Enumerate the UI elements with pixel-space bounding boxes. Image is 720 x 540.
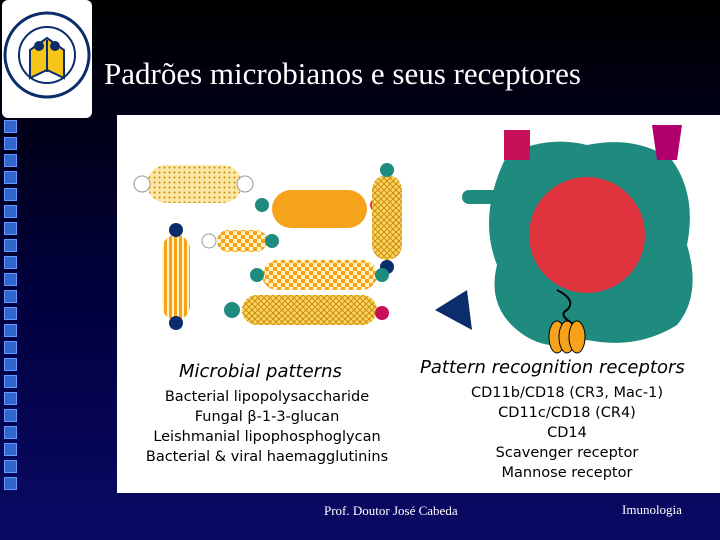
sidebar-square [4,341,17,354]
sidebar-square [4,273,17,286]
sidebar-square [4,392,17,405]
receptors-heading: Pattern recognition receptors [420,357,685,378]
receptor-purple [652,125,682,160]
sidebar-square [4,205,17,218]
microbe-5 [162,223,190,330]
sidebar-square [4,375,17,388]
sidebar-square [4,409,17,422]
receptor-item: CD11b/CD18 (CR3, Mac-1) [427,383,707,403]
sidebar-square [4,358,17,371]
university-logo [2,0,92,118]
sidebar-square [4,307,17,320]
sidebar-square [4,256,17,269]
footer-course: Imunologia [622,502,682,518]
microbial-patterns-list: Bacterial lipopolysaccharide Fungal β-1-… [127,387,407,467]
microbe-3 [372,163,402,274]
macrophage-cell [462,142,693,346]
sidebar-square [4,290,17,303]
microbe-4 [202,230,279,252]
microbial-item: Bacterial & viral haemagglutinins [127,447,407,467]
sidebar-square [4,188,17,201]
sidebar-square [4,477,17,490]
sidebar-square [4,222,17,235]
sidebar-square [4,443,17,456]
microbe-7 [224,295,389,325]
receptor-item: CD14 [427,423,707,443]
sidebar-square [4,171,17,184]
sidebar-square [4,239,17,252]
microbe-6 [250,260,389,290]
slide-title: Padrões microbianos e seus receptores [104,56,581,92]
receptor-item: Scavenger receptor [427,443,707,463]
sidebar-square [4,324,17,337]
receptors-list: CD11b/CD18 (CR3, Mac-1) CD11c/CD18 (CR4)… [427,383,707,483]
receptor-item: Mannose receptor [427,463,707,483]
sidebar-square [4,120,17,133]
receptor-item: CD11c/CD18 (CR4) [427,403,707,423]
microbe-2 [255,190,384,228]
sidebar-square [4,460,17,473]
sidebar-square [4,426,17,439]
figure-panel: Microbial patterns Bacterial lipopolysac… [117,115,720,493]
microbial-item: Bacterial lipopolysaccharide [127,387,407,407]
pseudopod [462,190,502,204]
microbial-item: Fungal β-1-3-glucan [127,407,407,427]
microbial-item: Leishmanial lipophosphoglycan [127,427,407,447]
sidebar-square [4,154,17,167]
sidebar-square [4,137,17,150]
microbe-1 [134,165,253,203]
receptor-navy [435,290,472,330]
receptor-magenta [504,130,530,160]
footer-author: Prof. Doutor José Cabeda [324,503,458,519]
sidebar-decoration [4,120,20,492]
nucleus [529,177,645,293]
microbial-patterns-heading: Microbial patterns [179,361,342,382]
logo-seal-icon [2,0,92,118]
